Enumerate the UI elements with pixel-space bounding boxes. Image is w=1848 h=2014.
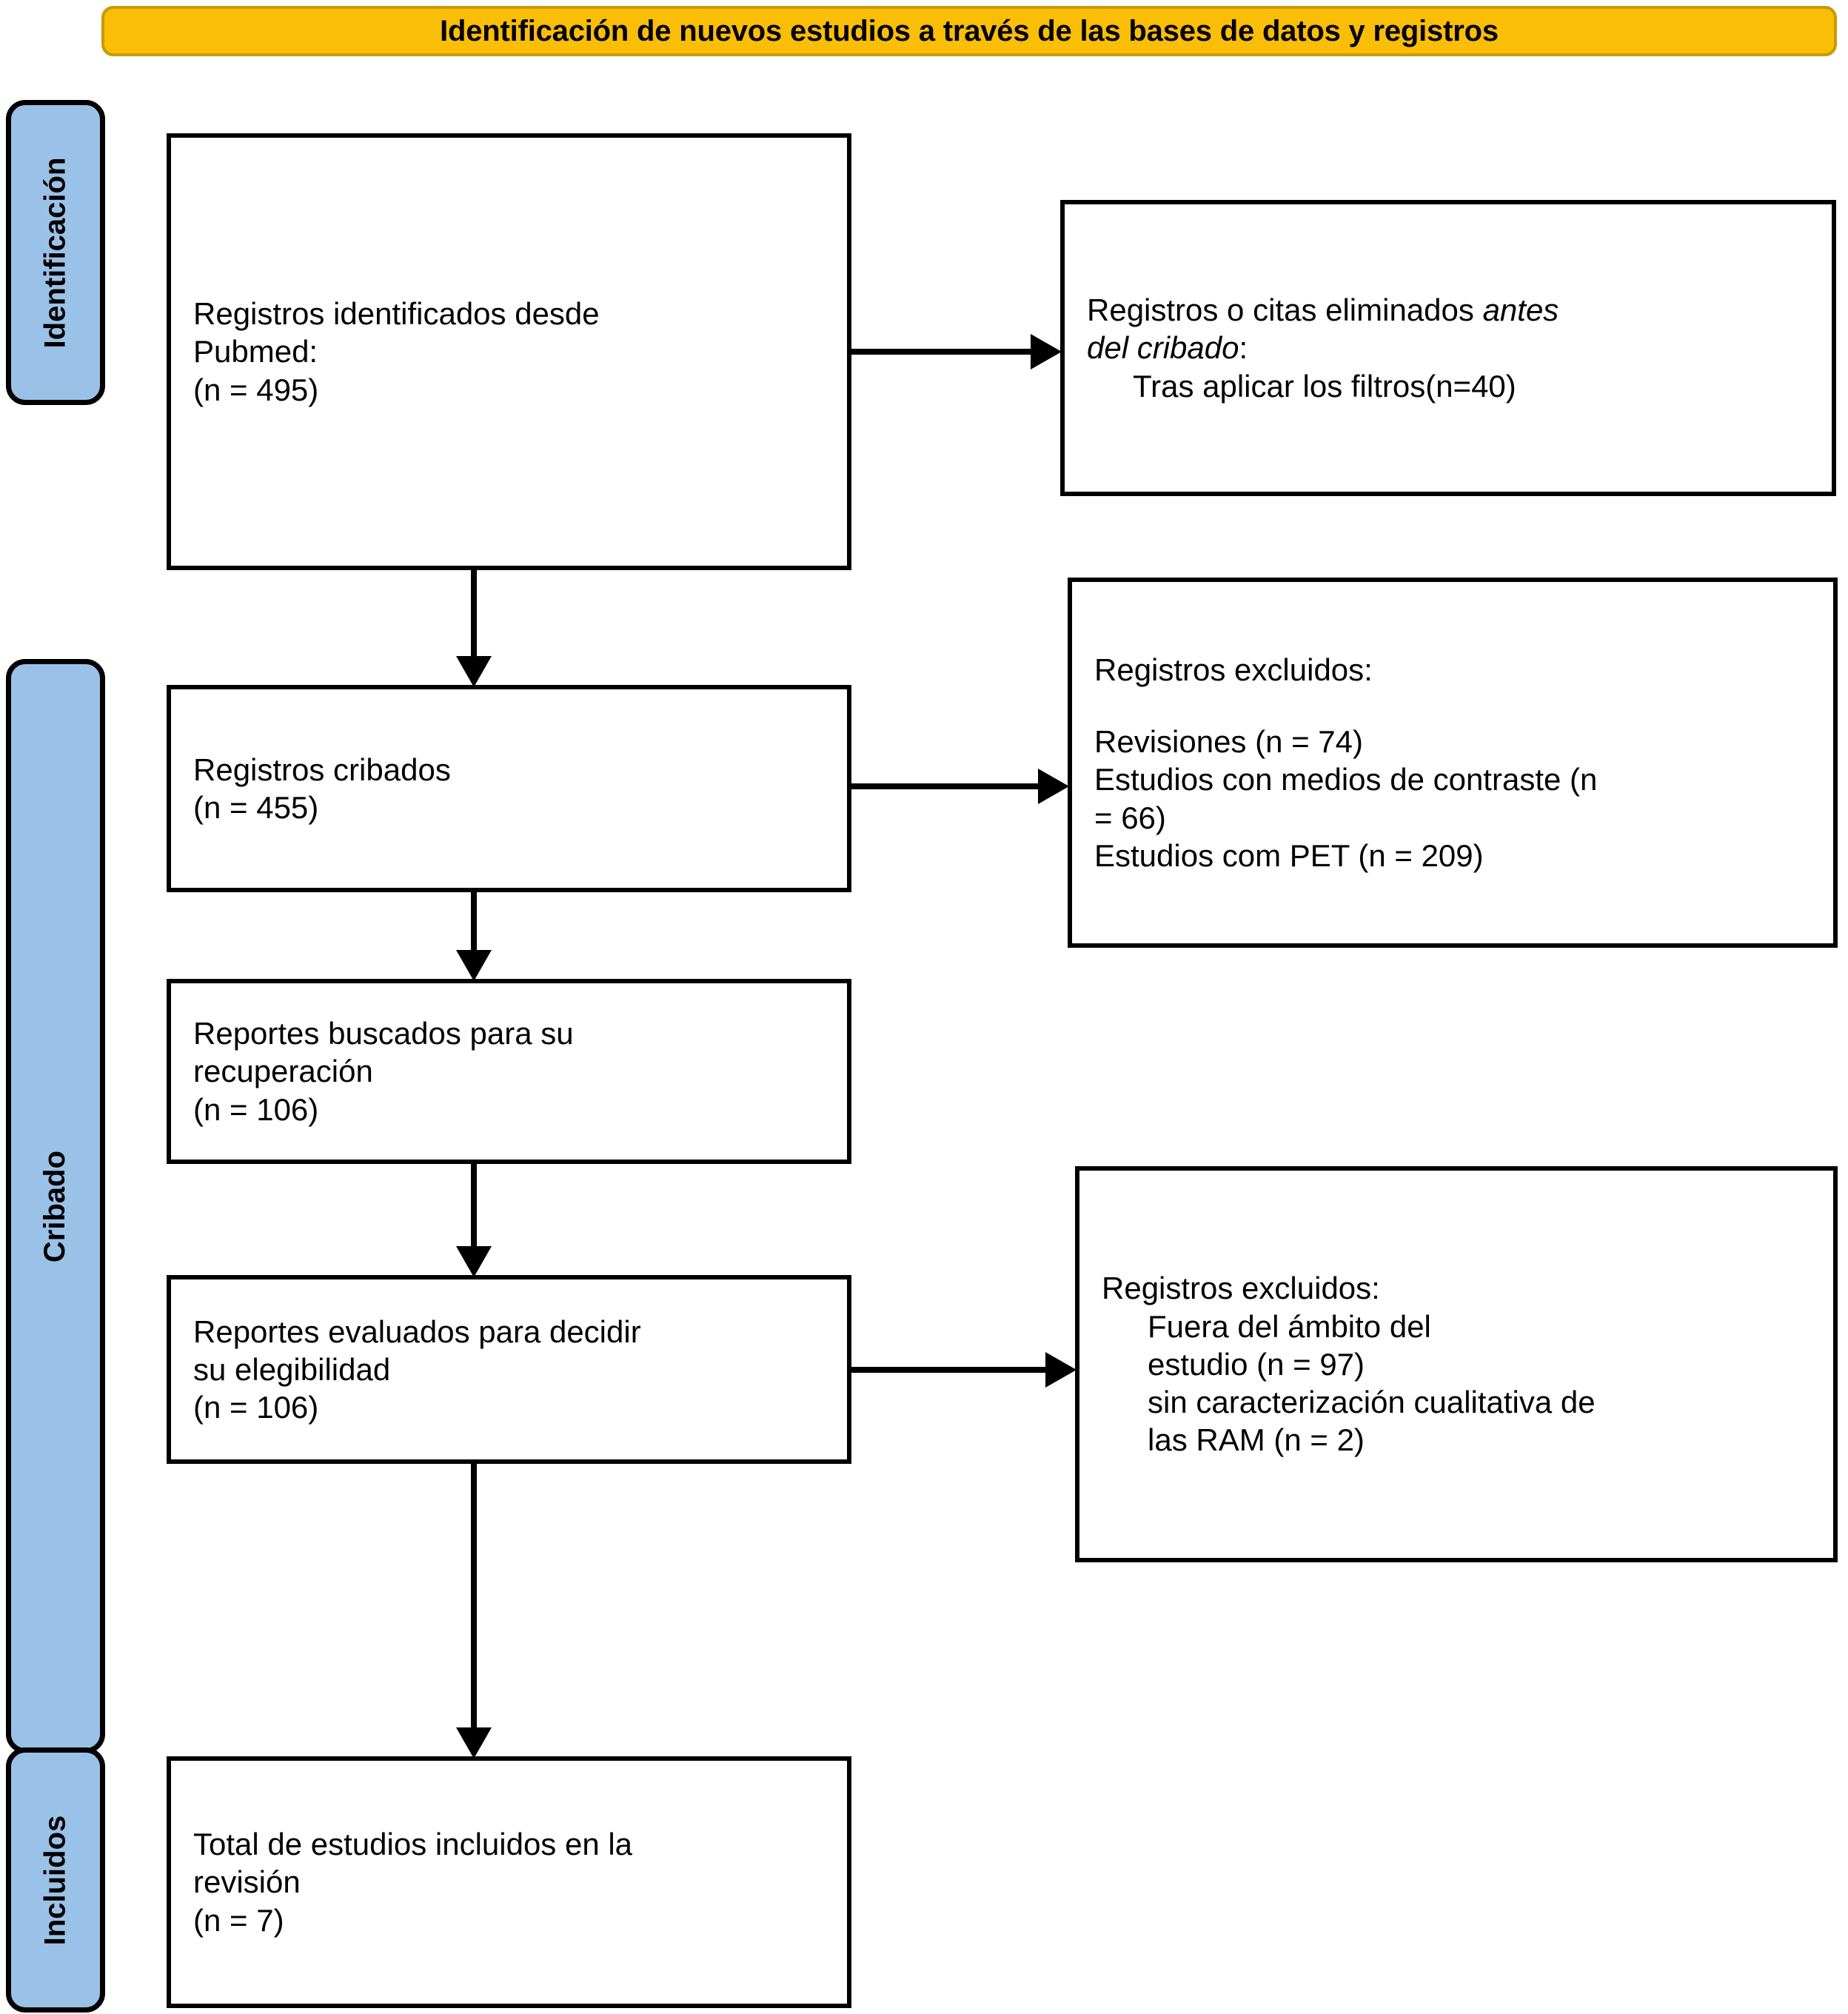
box-evaluados-line-1: Reportes evaluados para decidir (193, 1314, 641, 1349)
box-evaluados-line-2: su elegibilidad (193, 1351, 391, 1387)
box-excluidos-1-line-4: = 66) (1094, 800, 1166, 835)
arrow-shaft (471, 1462, 477, 1727)
box-excluidos-2-line-5: las RAM (n = 2) (1148, 1422, 1365, 1458)
box-reportes-buscados: Reportes buscados para su recuperación (… (167, 979, 851, 1164)
arrow-buscados-to-evaluados (444, 1162, 503, 1277)
box-eliminados-line-3: Tras aplicar los filtros(n=40) (1133, 368, 1516, 404)
box-eliminados-line-1-italic: antes (1482, 292, 1559, 328)
arrow-head-right-icon (1045, 1352, 1077, 1388)
box-excluidos-1-line-3: Estudios con medios de contraste (n (1094, 762, 1598, 797)
box-identificados-line-1: Registros identificados desde (193, 296, 600, 332)
box-evaluados-line-3: (n = 106) (193, 1390, 319, 1425)
box-excluidos-2-line-1: Registros excluidos: (1102, 1271, 1380, 1306)
arrow-head-right-icon (1038, 769, 1069, 804)
box-eliminados-line-2-italic: del cribado (1087, 330, 1239, 366)
arrow-shaft (851, 1367, 1045, 1373)
arrow-cribados-to-buscados (444, 891, 503, 981)
box-registros-excluidos-elegibilidad: Registros excluidos: Fuera del ámbito de… (1075, 1166, 1838, 1562)
arrow-evaluados-to-excluidos (851, 1340, 1077, 1399)
box-cribados-line-2: (n = 455) (193, 790, 319, 825)
stage-label-incluidos: Incluidos (6, 1747, 105, 2013)
box-excluidos-2-line-2: Fuera del ámbito del (1148, 1308, 1431, 1344)
box-eliminados-line-1: Registros o citas eliminados antes (1087, 291, 1810, 329)
box-excluidos-1-line-1: Registros excluidos: (1094, 652, 1373, 687)
arrow-head-down-icon (456, 1246, 492, 1277)
arrow-head-down-icon (456, 950, 492, 981)
box-excluidos-2-line-4: sin caracterización cualitativa de (1148, 1385, 1596, 1420)
arrow-cribados-to-excluidos (851, 757, 1069, 816)
box-registros-excluidos-cribado: Registros excluidos: Revisiones (n = 74)… (1068, 578, 1838, 948)
arrow-identificados-to-cribados (444, 569, 503, 687)
box-excluidos-1-line-2: Revisiones (n = 74) (1094, 724, 1364, 760)
stage-label-cribado-text: Cribado (38, 1150, 72, 1262)
box-identificados-line-3: (n = 495) (193, 372, 319, 407)
arrow-identificados-to-eliminados (851, 322, 1062, 381)
diagram-header-banner: Identificación de nuevos estudios a trav… (101, 6, 1837, 56)
box-buscados-line-1: Reportes buscados para su (193, 1016, 574, 1051)
arrow-shaft (471, 569, 477, 656)
box-eliminados-line-1-pre: Registros o citas eliminados (1087, 292, 1483, 328)
arrow-shaft (471, 891, 477, 950)
arrow-shaft (851, 349, 1031, 355)
box-eliminados-line-2: del cribado: (1087, 329, 1810, 367)
box-estudios-incluidos: Total de estudios incluidos en la revisi… (167, 1756, 851, 2008)
arrow-shaft (851, 783, 1038, 789)
box-cribados-line-1: Registros cribados (193, 752, 451, 787)
box-registros-eliminados: Registros o citas eliminados antes del c… (1060, 200, 1836, 496)
box-incluidos-line-2: revisión (193, 1864, 301, 1900)
box-excluidos-1-line-5: Estudios com PET (n = 209) (1094, 837, 1484, 873)
box-incluidos-line-3: (n = 7) (193, 1902, 284, 1938)
stage-label-incluidos-text: Incluidos (38, 1815, 72, 1945)
box-identificados-line-2: Pubmed: (193, 334, 318, 369)
arrow-head-down-icon (456, 1727, 492, 1759)
arrow-evaluados-to-incluidos (444, 1462, 503, 1759)
box-registros-identificados: Registros identificados desde Pubmed: (n… (167, 133, 851, 570)
arrow-head-right-icon (1031, 334, 1062, 369)
diagram-title: Identificación de nuevos estudios a trav… (440, 14, 1499, 47)
arrow-head-down-icon (456, 656, 492, 687)
stage-label-cribado: Cribado (6, 659, 105, 1753)
arrow-shaft (471, 1162, 477, 1246)
stage-label-identificacion: Identificación (6, 100, 105, 405)
box-excluidos-2-line-3: estudio (n = 97) (1148, 1346, 1365, 1382)
box-incluidos-line-1: Total de estudios incluidos en la (193, 1827, 633, 1862)
box-buscados-line-2: recuperación (193, 1054, 373, 1089)
box-buscados-line-3: (n = 106) (193, 1091, 319, 1127)
box-registros-cribados: Registros cribados (n = 455) (167, 685, 851, 892)
box-eliminados-line-2-post: : (1239, 330, 1248, 366)
stage-label-identificacion-text: Identificación (38, 157, 72, 348)
box-reportes-evaluados: Reportes evaluados para decidir su elegi… (167, 1275, 851, 1464)
